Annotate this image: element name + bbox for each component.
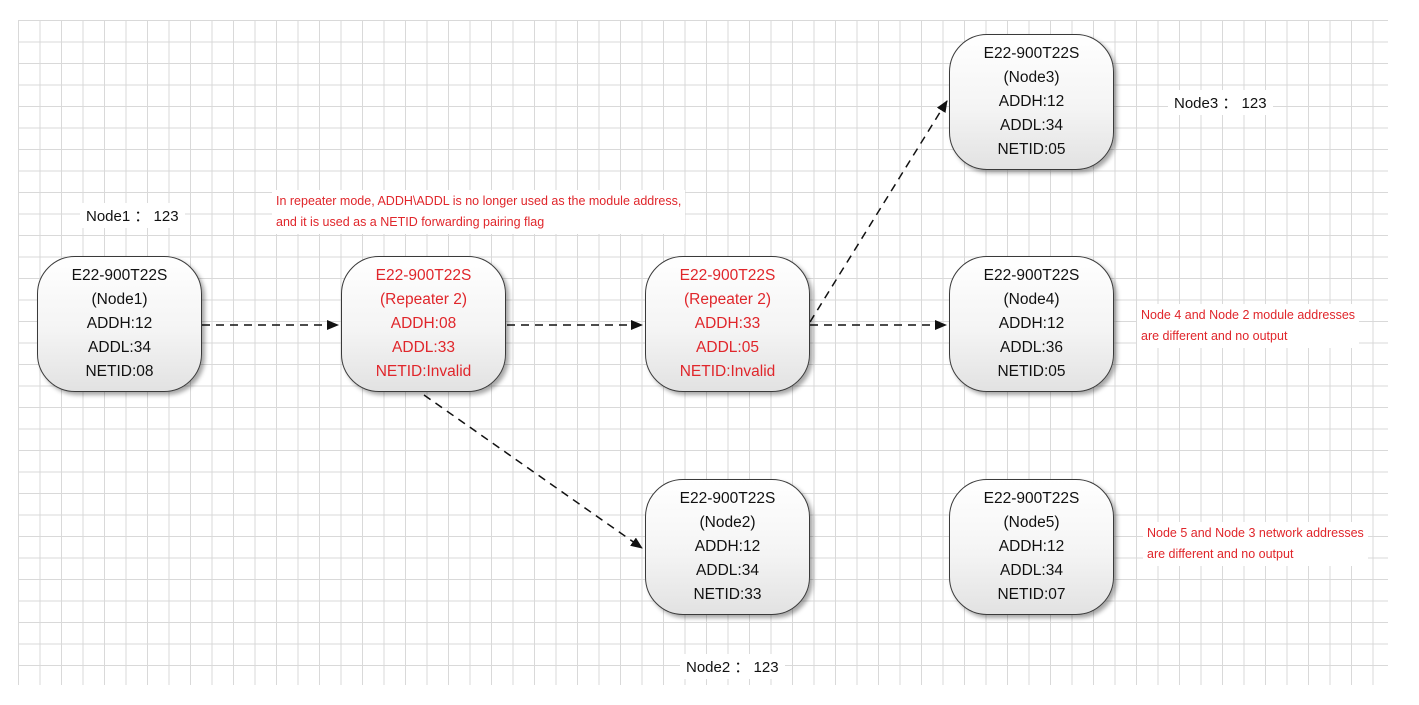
node1-data-label: Node1 ： 123 [80,203,185,228]
node5-name: (Node5) [1003,514,1060,531]
repeater-mode-note-line1: In repeater mode, ADDH\ADDL is no longer… [276,194,682,208]
repeater-b-addh: ADDH:33 [694,315,761,332]
node3-name: (Node3) [1003,69,1060,86]
node1-netid: NETID:08 [85,363,154,380]
node2-addl: ADDL:34 [696,562,759,579]
node5-addl: ADDL:34 [1000,562,1063,579]
repeater-mode-note-line2: and it is used as a NETID forwarding pai… [276,215,545,229]
node3-data-label: Node3 ： 123 [1168,90,1273,115]
node1-model: E22-900T22S [71,267,168,284]
repeater-a-netid: NETID:Invalid [376,360,472,384]
edge-repeater-b-to-node3 [809,100,948,323]
node4-addh: ADDH:12 [998,315,1065,332]
node4-note-line2: are different and no output [1141,329,1288,343]
repeater-a-addl: ADDL:33 [392,339,455,356]
node2-name: (Node2) [699,514,756,531]
node5-addh: ADDH:12 [998,538,1065,555]
node3-netid: NETID:05 [997,141,1066,158]
node4-note-line1: Node 4 and Node 2 module addresses [1141,308,1356,322]
node4-netid: NETID:05 [997,363,1066,380]
node5-note-line1: Node 5 and Node 3 network addresses [1147,526,1364,540]
repeater-mode-note: In repeater mode, ADDH\ADDL is no longer… [272,190,686,234]
node5-netid: NETID:07 [997,586,1066,603]
repeater-a-netid-key: NETID: [375,363,427,380]
repeater-a-addh: ADDH:08 [390,315,457,332]
repeater-b-addl: ADDL:05 [696,339,759,356]
node4-note: Node 4 and Node 2 module addresses are d… [1137,304,1360,348]
repeater-b-netid-key: NETID: [679,363,731,380]
node5-model: E22-900T22S [983,490,1080,507]
node2-box: E22-900T22S (Node2) ADDH:12 ADDL:34 NETI… [645,479,810,615]
repeater-a-name: (Repeater 2) [379,291,467,308]
repeater-b-model: E22-900T22S [679,267,776,284]
node4-name: (Node4) [1003,291,1060,308]
node1-box: E22-900T22S (Node1) ADDH:12 ADDL:34 NETI… [37,256,202,392]
node4-model: E22-900T22S [983,267,1080,284]
repeater-a-model: E22-900T22S [375,267,472,284]
node1-name: (Node1) [91,291,148,308]
node3-model: E22-900T22S [983,45,1080,62]
node2-addh: ADDH:12 [694,538,761,555]
node3-addl: ADDL:34 [1000,117,1063,134]
node3-box: E22-900T22S (Node3) ADDH:12 ADDL:34 NETI… [949,34,1114,170]
node2-model: E22-900T22S [679,490,776,507]
node1-addh: ADDH:12 [86,315,153,332]
node3-addh: ADDH:12 [998,93,1065,110]
repeater-b-netid: NETID:Invalid [680,360,776,384]
repeater-a-netid-value: Invalid [426,363,472,380]
repeater-b-netid-value: Invalid [730,363,776,380]
edge-repeater-a-to-node2 [423,394,643,549]
node2-data-label: Node2 ： 123 [680,654,785,679]
node5-note: Node 5 and Node 3 network addresses are … [1143,522,1368,566]
node5-box: E22-900T22S (Node5) ADDH:12 ADDL:34 NETI… [949,479,1114,615]
node5-note-line2: are different and no output [1147,547,1294,561]
node4-addl: ADDL:36 [1000,339,1063,356]
node2-netid: NETID:33 [693,586,762,603]
node1-addl: ADDL:34 [88,339,151,356]
repeater-a-box: E22-900T22S (Repeater 2) ADDH:08 ADDL:33… [341,256,506,392]
node4-box: E22-900T22S (Node4) ADDH:12 ADDL:36 NETI… [949,256,1114,392]
repeater-b-name: (Repeater 2) [683,291,771,308]
repeater-b-box: E22-900T22S (Repeater 2) ADDH:33 ADDL:05… [645,256,810,392]
